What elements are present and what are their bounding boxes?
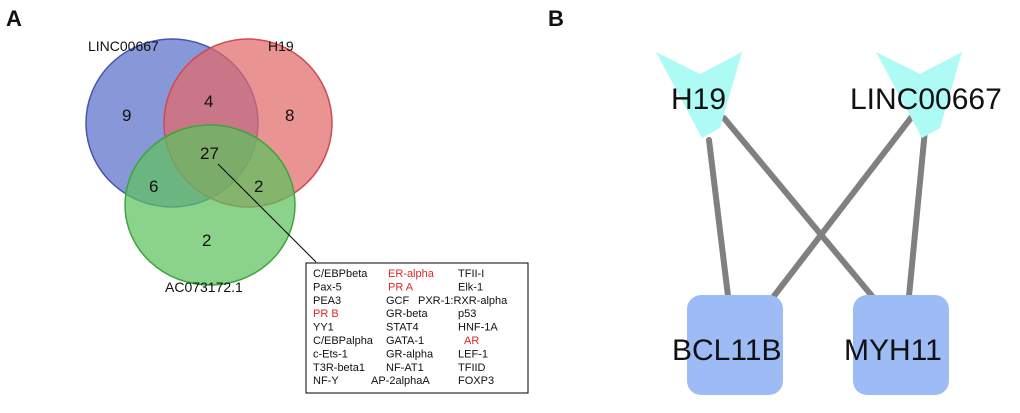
edge-linc00667-myh11	[906, 127, 928, 299]
venn-label-ac073172: AC073172.1	[165, 279, 243, 295]
tf-item: p53	[458, 308, 476, 320]
tf-list-border	[305, 262, 529, 394]
node-myh11-label: MYH11	[844, 334, 942, 367]
tf-item: GR-alpha	[386, 348, 434, 360]
count-h19-ac: 2	[254, 177, 263, 196]
tf-item: C/EBPalpha	[313, 335, 374, 347]
node-linc00667-fill	[876, 52, 962, 138]
tf-item: PEA3	[313, 295, 341, 307]
edge-h19-bcl11b	[706, 137, 731, 299]
tf-item: GCF	[386, 295, 410, 307]
tf-item: C/EBPbeta	[313, 268, 368, 280]
tf-item: GR-beta	[386, 308, 428, 320]
venn-label-linc00667: LINC00667	[88, 38, 159, 54]
count-linc-only: 9	[122, 106, 131, 125]
panel-b-label: B	[548, 6, 564, 31]
edge-h19-myh11	[721, 115, 875, 299]
tf-item: TFIID	[458, 362, 486, 374]
tf-item: TFII-I	[458, 268, 484, 280]
venn-circle-ac073172	[124, 124, 296, 286]
tf-item: Pax-5	[313, 281, 342, 293]
tf-item: ER-alpha	[388, 268, 435, 280]
node-bcl11b-box	[687, 295, 783, 395]
tf-item: Elk-1	[458, 281, 483, 293]
node-h19-label: H19	[671, 83, 726, 116]
tf-item: PXR-1:RXR-alpha	[418, 295, 508, 307]
tf-item: STAT4	[386, 322, 419, 334]
tf-list: C/EBPbeta ER-alpha TFII-I Pax-5 PR A Elk-1PEA…	[313, 268, 508, 387]
tf-item: AR	[464, 335, 479, 347]
callout-line	[217, 163, 317, 263]
node-linc00667-label: LINC00667	[850, 83, 1002, 116]
venn-diagram: LINC00667 H19 AC073172.1 9 8 2 4 6 2 27	[85, 38, 333, 295]
tf-item: c-Ets-1	[313, 348, 348, 360]
edge-linc00667-bcl11b	[771, 107, 920, 299]
count-ac-only: 2	[202, 231, 211, 250]
tf-item: LEF-1	[458, 348, 488, 360]
tf-item: FOXP3	[458, 375, 494, 387]
node-myh11-box	[853, 295, 949, 395]
tf-item: HNF-1A	[458, 322, 498, 334]
tf-item: T3R-beta1	[313, 362, 365, 374]
count-h19-only: 8	[285, 106, 294, 125]
tf-list-box: C/EBPbeta ER-alpha TFII-I Pax-5 PR A Elk-1PEA…	[305, 262, 529, 394]
tf-item: PR A	[388, 281, 414, 293]
node-bcl11b-label: BCL11B	[672, 334, 782, 367]
node-h19-fill	[656, 52, 742, 138]
count-linc-h19: 4	[204, 92, 213, 111]
tf-item: NF-AT1	[386, 362, 424, 374]
count-linc-ac: 6	[149, 177, 158, 196]
network-diagram: H19 LINC00667 BCL11B MYH11	[656, 52, 1002, 395]
tf-item: NF-Y	[313, 375, 339, 387]
tf-item: AP-2alphaA	[371, 375, 430, 387]
panel-a-label: A	[6, 6, 22, 31]
venn-label-h19: H19	[268, 38, 294, 54]
tf-item: GATA-1	[386, 335, 424, 347]
count-all: 27	[200, 144, 219, 163]
tf-item: YY1	[313, 322, 334, 334]
tf-item: PR B	[313, 308, 339, 320]
